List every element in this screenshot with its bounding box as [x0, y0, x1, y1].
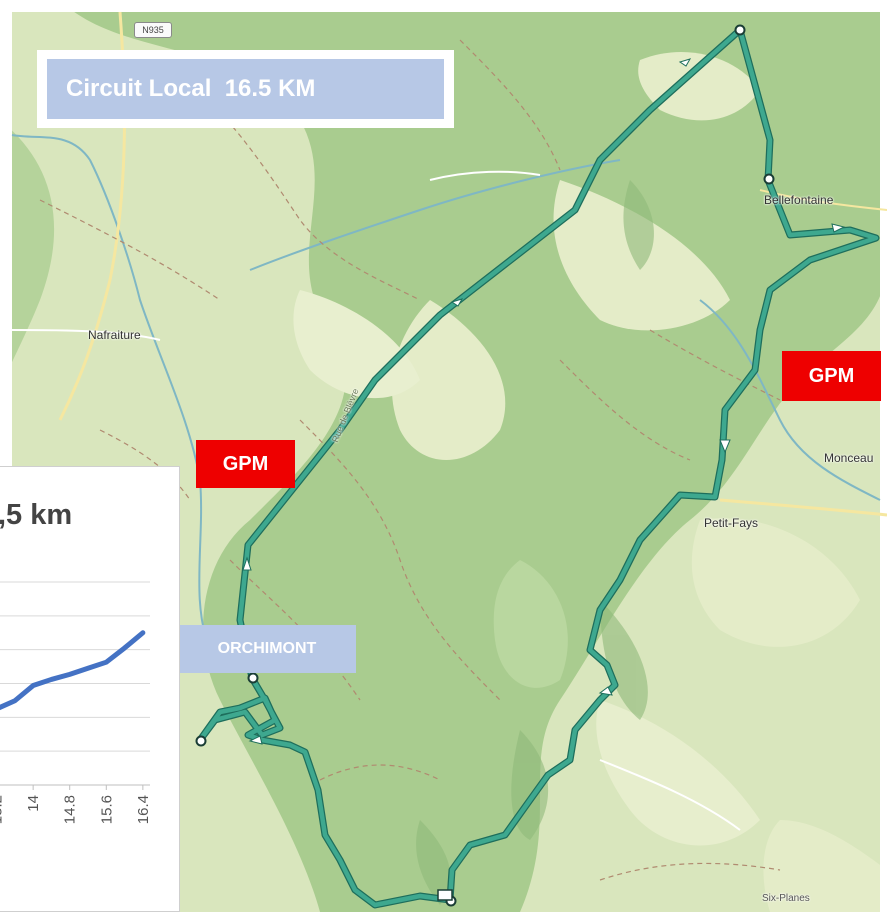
town-label-six-planes: Six-Planes: [762, 893, 810, 904]
elevation-chart-panel: ,5 km 13.2 14 14.8 15.6 16.4: [0, 466, 180, 912]
gpm-marker-1: GPM: [196, 440, 295, 488]
elevation-chart: ,5 km 13.2 14 14.8 15.6 16.4: [0, 499, 152, 824]
chart-tick-label: 14: [25, 795, 42, 812]
town-label-bellefontaine: Bellefontaine: [764, 193, 834, 207]
chart-tick-label: 14.8: [62, 795, 79, 824]
finish-flag-icon: [437, 889, 453, 901]
town-label-petit-fays: Petit-Fays: [704, 516, 759, 530]
town-label-nafraiture: Nafraiture: [88, 328, 141, 342]
start-label-orchimont: ORCHIMONT: [178, 625, 356, 673]
route-path[interactable]: [196, 26, 880, 909]
route-arrow-icon: [242, 58, 846, 745]
gpm-marker-2: GPM: [782, 351, 881, 401]
waypoint-icon: [195, 24, 775, 907]
chart-tick-label: 13.2: [0, 795, 6, 824]
chart-tick-label: 16.4: [135, 795, 152, 824]
chart-tick-labels: 13.2 14 14.8 15.6 16.4: [0, 795, 152, 824]
chart-x-axis: [0, 784, 150, 790]
chart-gridlines: [0, 581, 150, 786]
chart-tick-label: 15.6: [98, 795, 115, 824]
chart-series-line: [0, 630, 146, 711]
town-label-monceau: Monceau: [824, 451, 874, 465]
rivers: [11, 134, 881, 651]
chart-series: [0, 630, 146, 711]
road-number-badge: N935: [134, 22, 172, 38]
route-title-box: Circuit Local 16.5 KM: [37, 50, 454, 128]
chart-title: ,5 km: [0, 499, 72, 531]
route-title: Circuit Local 16.5 KM: [47, 59, 444, 119]
